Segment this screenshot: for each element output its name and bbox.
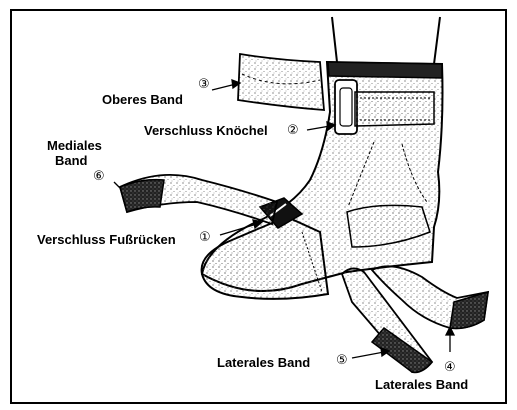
label-mediales-band-line1: Mediales bbox=[47, 138, 102, 153]
label-laterales-band-4-number: ④ bbox=[444, 360, 456, 375]
figure-frame: Oberes Band ③ Verschluss Knöchel ② Media… bbox=[10, 9, 507, 404]
label-mediales-band-number: ⑥ bbox=[93, 169, 105, 184]
label-verschluss-knoechel: Verschluss Knöchel bbox=[144, 123, 268, 138]
label-laterales-band-5: Laterales Band bbox=[217, 355, 310, 370]
label-oberes-band-number: ③ bbox=[198, 77, 210, 92]
foot-shape bbox=[202, 217, 328, 299]
ankle-brace-drawing bbox=[12, 11, 507, 404]
medial-band-shape bbox=[120, 175, 277, 224]
label-oberes-band: Oberes Band bbox=[102, 92, 183, 107]
label-verschluss-knoechel-number: ② bbox=[287, 123, 299, 138]
leg-outline bbox=[332, 17, 440, 64]
upper-band-shape bbox=[238, 54, 324, 110]
label-mediales-band-line2: Band bbox=[55, 153, 88, 168]
label-laterales-band-4: Laterales Band bbox=[375, 377, 468, 392]
label-laterales-band-5-number: ⑤ bbox=[336, 353, 348, 368]
label-verschluss-fussruecken-number: ① bbox=[199, 230, 211, 245]
label-verschluss-fussruecken: Verschluss Fußrücken bbox=[37, 232, 176, 247]
